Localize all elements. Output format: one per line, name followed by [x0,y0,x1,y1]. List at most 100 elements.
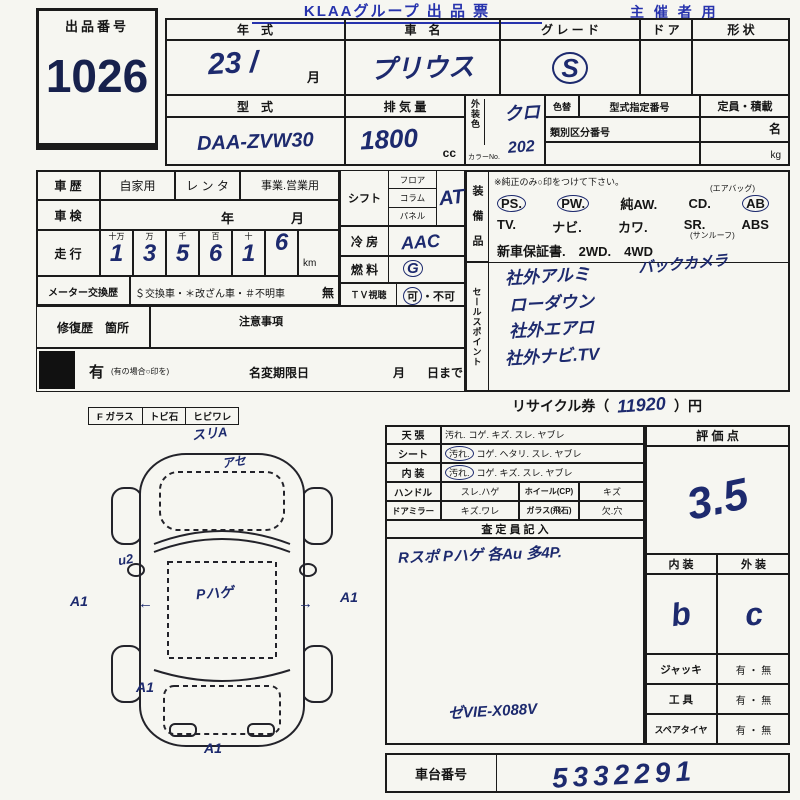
shape-value-cell [692,40,790,95]
fuel-cell: 燃 料 G [340,256,465,283]
equip-tv: TV. [497,217,517,232]
grade-header: グ レ ー ド [500,18,640,40]
displacement-value: 1800 [359,122,419,156]
exhibit-number-label: 出品番号 [64,19,129,34]
grade-value-cell: S [500,40,640,95]
interior-label: 内 装 [385,463,441,482]
caution-cell: 注意事項 [150,306,465,348]
evaluation-score: 3.5 [682,469,753,530]
sunroof-note: (サンルーフ) [690,231,735,240]
displacement-header: 排 気 量 [345,95,465,117]
jack-presence: 有 ・ 無 [717,654,790,684]
exhibit-number-value: 1026 [45,50,149,102]
damage-mark-4: A1 [70,593,88,609]
interior-rest: コゲ. キズ. スレ. ヤブレ [476,468,573,478]
class-number-cell: 類別区分番号 [545,117,700,142]
odometer-digit-10k: 万 3 [133,230,166,276]
inspector-entry-area: Rスポ Pハゲ 各Au 多4P. ゼVIE-X088V [385,538,645,745]
repair-yes-row: 有 (有の場合○印を) 名変期限日 月 日まで [36,348,465,392]
career-private: 自家用 [100,170,175,200]
shift-label: シフト [341,171,389,225]
windshield-arc2 [153,538,291,553]
exterior-color-value: クロ [503,101,541,125]
rename-deadline-label: 名変期限日 [249,366,310,380]
sales-line2: ローダウン [508,291,595,316]
career-label: 車 歴 [36,170,100,200]
door-value-cell [640,40,692,95]
chassis-frame [385,753,790,793]
repair-yes-label: 有 [89,364,105,381]
black-mark-box [39,351,75,389]
glass-stone-value: 欠.穴 [579,501,645,520]
odometer-digit: 6 [274,229,289,256]
car-diagram [111,453,333,747]
wheel-front-right [301,487,333,545]
equipment-label: 装 備 品 [471,185,483,247]
model-code-value: DAA-ZVW30 [196,128,314,155]
glass-chip-label: トビ石 [142,407,187,425]
damage-mark-6: A1 [340,589,358,605]
door-mirror-value: キズ.ワレ [441,501,519,520]
rename-until-label: 日まで [427,366,464,380]
handle-value: スレ.ハゲ [441,482,519,501]
capacity-kg-cell: kg [700,142,790,166]
evaluation-header: 評 価 点 [645,425,790,446]
shape-header: 形 状 [692,18,790,40]
odometer-digit: 3 [142,240,157,267]
sales-line4: 社外ナビ.TV [504,344,600,369]
equip-airbag: AB [742,195,769,212]
headliner-value-cell: 汚れ. コゲ. キズ. スレ. ヤブレ [441,425,645,444]
equip-abs: ABS [741,217,769,232]
tv-label: ＴＶ視聴 [341,284,397,305]
km-cell: km [298,230,340,276]
damage-mark-8: A1 [204,740,222,756]
career-business: 事業.営業用 [240,170,340,200]
exterior-grade-header: 外 装 [717,554,790,574]
meter-none-value: 無 [321,286,334,300]
trunk-panel [163,685,281,735]
damage-mark-2: アセ [221,453,247,471]
displacement-value-cell: 1800 cc [345,117,465,166]
odometer-digit-1k: 千 5 [166,230,199,276]
digit-header: 万 [145,232,154,241]
arrow-left-mark: ← [138,595,153,612]
sales-points-label: セールスポイント [471,287,482,367]
meter-history-label: メーター交換歴 [36,276,130,306]
recycle-suffix: ）円 [674,398,703,414]
year-value-cell: 23 / 月 [165,40,345,95]
tv-cell: ＴＶ視聴 可・不可 [340,283,465,306]
recycle-value: 11920 [616,393,667,417]
damage-mark-3: u2 [116,550,135,569]
seat-label: シート [385,444,441,463]
digit-header: 十万 [108,232,125,241]
odometer-digit: 1 [241,240,256,267]
equipment-divider [465,262,790,263]
car-body [139,453,305,747]
sales-line1: 社外アルミ [504,264,591,289]
ac-value: AAC [400,230,441,254]
kg-unit-label: kg [770,150,781,161]
equipment-label-strip: 装 備 品 [465,170,489,262]
roof-panel [167,561,277,659]
rename-month-label: 月 [393,366,406,380]
odometer-digit-100k: 十万 1 [100,230,133,276]
sales-points-strip: セールスポイント [465,262,489,392]
odometer-digit: 1 [109,240,124,267]
fuel-label: 燃 料 [341,257,389,282]
front-glass-label: F ガラス [88,407,143,425]
damage-mark-7: A1 [136,679,154,695]
equip-navi: ナビ. [552,220,582,235]
color-no-label: カラーNo. [468,154,500,161]
equip-sr: SR. [683,217,706,232]
equip-leather: カワ. [617,220,648,235]
arrow-right-mark: → [298,595,313,612]
seat-rest: コゲ. ヘタリ. スレ. ヤブレ [476,449,582,459]
inspector-note: Rスポ Pハゲ 各Au 多4P. [397,544,563,567]
persons-unit-label: 名 [768,122,781,136]
interior-grade-header: 内 装 [645,554,717,574]
wheel-front-left [111,487,143,545]
exterior-grade-cell: c [717,574,790,654]
shift-options: フロア コラム パネル [389,171,437,225]
inspection-cell: 年 月 [100,200,340,230]
organizer-label: 主 催 者 用 [630,4,719,20]
